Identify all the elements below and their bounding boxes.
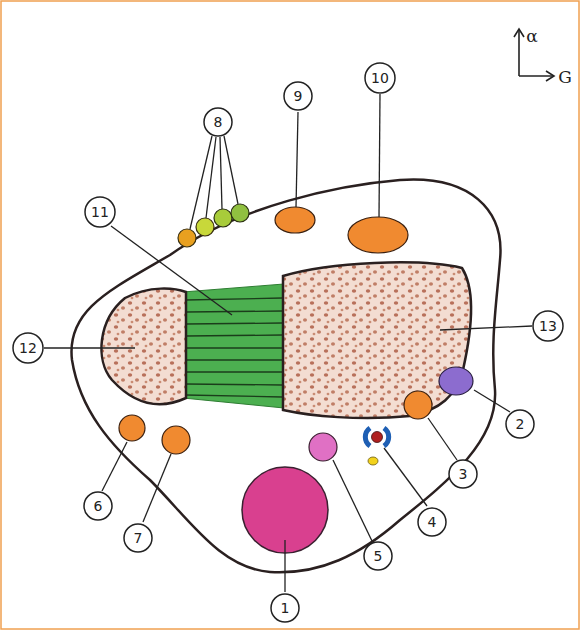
callout-number: 8: [214, 115, 223, 129]
callout-number: 12: [19, 341, 37, 355]
callout-number: 13: [539, 319, 557, 333]
axis-label: α: [526, 28, 537, 45]
callout-number: 6: [94, 499, 103, 513]
callout-number: 7: [134, 531, 143, 545]
callout-number: 3: [459, 467, 468, 481]
callout-number: 5: [374, 549, 383, 563]
callout-number: 2: [516, 417, 525, 431]
axis-label: G: [558, 69, 572, 86]
callout-number: 4: [428, 515, 437, 529]
callout-number: 9: [294, 89, 303, 103]
callout-number: 10: [371, 71, 389, 85]
callout-number: 11: [91, 205, 109, 219]
callout-number: 1: [281, 601, 290, 615]
